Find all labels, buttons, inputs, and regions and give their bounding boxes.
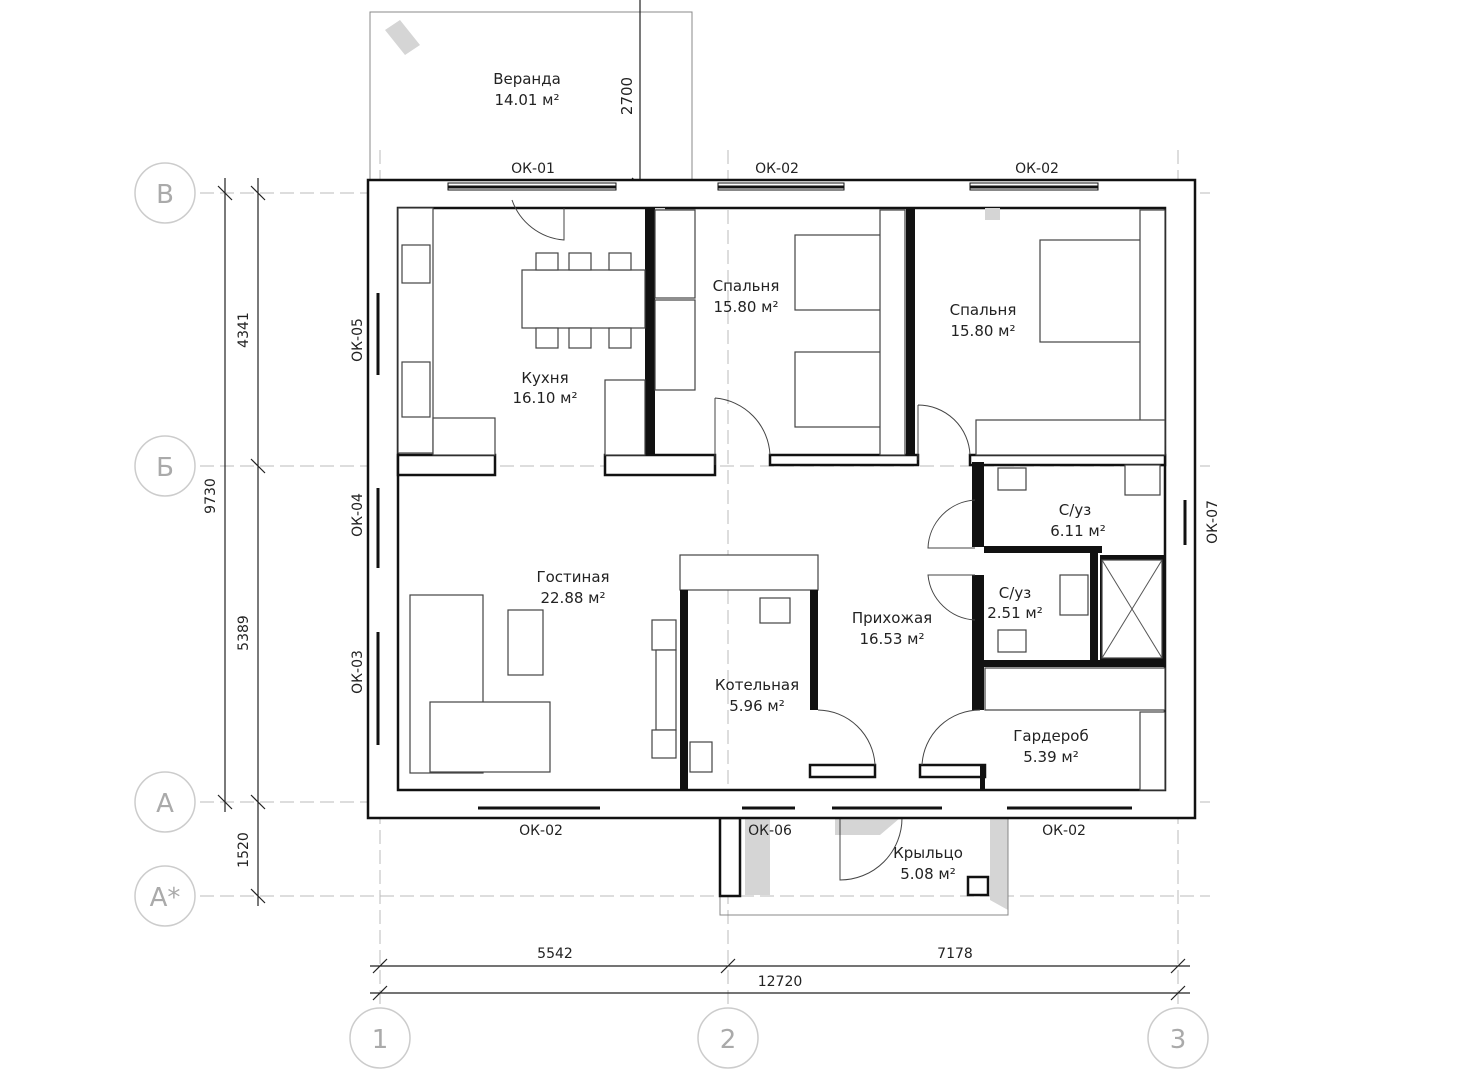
window-label: ОК-06 — [748, 823, 792, 839]
veranda-depth-dim: 2700 — [618, 77, 636, 115]
window-glazing — [376, 182, 1187, 810]
wardrobe — [984, 667, 1166, 711]
dining-table — [521, 269, 646, 329]
room-area: 16.53 м² — [859, 630, 924, 648]
sink-icon — [401, 361, 431, 418]
room-area: 5.08 м² — [900, 865, 956, 883]
grid-axis-label: А — [156, 789, 174, 819]
washbasin-icon — [759, 597, 791, 624]
room-name: Гостиная — [536, 568, 609, 586]
room-labels: Веранда 14.01 м² Кухня 16.10 м² Спальня … — [493, 70, 1106, 883]
grid-axis-label: В — [156, 180, 174, 210]
room-area: 15.80 м² — [713, 298, 778, 316]
window-labels: ОК-01 ОК-02 ОК-02 ОК-05 ОК-04 ОК-03 ОК-0… — [350, 161, 1221, 839]
window-label: ОК-02 — [1042, 823, 1086, 839]
dimension-segment: 1520 — [236, 832, 252, 868]
left-dimensions: 9730 4341 5389 1520 — [203, 178, 266, 906]
window-label: ОК-07 — [1205, 500, 1221, 544]
room-area: 5.39 м² — [1023, 748, 1079, 766]
coffee-table — [507, 609, 544, 676]
window-label: ОК-01 — [511, 161, 555, 177]
room-name: Кухня — [521, 369, 568, 387]
washing-machine — [1124, 464, 1161, 496]
room-area: 14.01 м² — [494, 91, 559, 109]
grid-axis-label: 1 — [372, 1025, 389, 1055]
closet — [654, 209, 696, 299]
room-name: Веранда — [493, 70, 561, 88]
grid-bubbles: В Б А А* 1 2 3 — [134, 162, 1209, 1069]
dimension-segment: 5389 — [236, 615, 252, 651]
bottom-dimensions: 5542 7178 12720 — [370, 946, 1190, 1001]
window-label: ОК-02 — [519, 823, 563, 839]
window-label: ОК-05 — [350, 318, 366, 362]
window-label: ОК-04 — [350, 493, 366, 537]
room-area: 22.88 м² — [540, 589, 605, 607]
window-label: ОК-03 — [350, 650, 366, 694]
room-name: Спальня — [713, 277, 780, 295]
room-name: Прихожая — [852, 609, 932, 627]
stove-icon — [401, 244, 431, 284]
wardrobe — [975, 419, 1166, 456]
grid-axis-label: 3 — [1170, 1025, 1187, 1055]
room-name: С/уз — [999, 584, 1031, 602]
grid-axis-label: А* — [150, 883, 181, 913]
dimension-segment: 4341 — [236, 312, 252, 348]
room-name: Котельная — [715, 676, 799, 694]
interior-walls — [396, 208, 1167, 790]
desk — [654, 299, 696, 391]
boiler-icon — [689, 741, 713, 773]
tv-stand — [655, 649, 677, 731]
room-area: 2.51 м² — [987, 604, 1043, 622]
room-area: 6.11 м² — [1050, 522, 1106, 540]
washbasin-icon — [997, 467, 1027, 491]
room-name: С/уз — [1059, 501, 1091, 519]
washbasin-icon — [997, 629, 1027, 653]
dimension-segment: 5542 — [537, 946, 573, 962]
dimension-total: 9730 — [203, 478, 219, 514]
room-name: Спальня — [950, 301, 1017, 319]
room-area: 15.80 м² — [950, 322, 1015, 340]
dimension-total: 12720 — [758, 974, 803, 990]
room-name: Гардероб — [1013, 727, 1088, 745]
room-name: Крыльцо — [893, 844, 963, 862]
dimension-segment: 7178 — [937, 946, 973, 962]
grid-axis-label: Б — [156, 453, 174, 483]
room-area: 5.96 м² — [729, 697, 785, 715]
window-label: ОК-02 — [1015, 161, 1059, 177]
door-swings — [511, 199, 981, 766]
toilet-icon — [1059, 574, 1089, 616]
room-area: 16.10 м² — [512, 389, 577, 407]
grid-axis-label: 2 — [720, 1025, 737, 1055]
window-label: ОК-02 — [755, 161, 799, 177]
furniture — [397, 207, 1166, 791]
